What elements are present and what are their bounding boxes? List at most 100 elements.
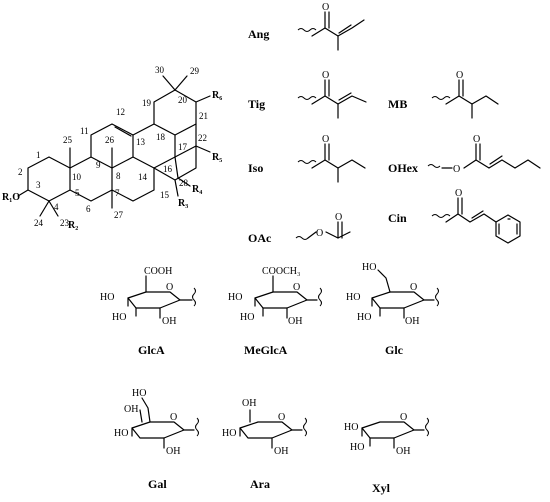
meglca-ho-1: HO — [228, 292, 242, 303]
r2-label: R₂ — [68, 220, 78, 231]
atom-23: 23 — [60, 218, 70, 228]
gal-ho-top: HO — [132, 388, 146, 399]
triterpene-core: 1 2 3 4 5 6 7 8 9 10 11 12 13 14 15 16 1… — [2, 65, 222, 231]
atom-12: 12 — [116, 107, 125, 117]
ohex-oxygen: O — [473, 134, 480, 145]
gal-oh-top: OH — [124, 404, 138, 415]
glca-ho-1: HO — [100, 292, 114, 303]
glc-oh: OH — [405, 316, 419, 327]
gal-ring-oxygen: O — [170, 412, 177, 423]
atom-25: 25 — [63, 135, 73, 145]
ohex-label: OHex — [388, 161, 418, 175]
atom-26: 26 — [105, 135, 115, 145]
meglca-cooch3: COOCH₃ — [262, 266, 301, 277]
ang-substituent: Ang O — [248, 2, 365, 51]
atom-14: 14 — [138, 172, 148, 182]
tig-substituent: Tig O — [248, 70, 367, 119]
xyl-oh: OH — [396, 446, 410, 457]
atom-21: 21 — [199, 111, 208, 121]
xyl-ho-1: HO — [344, 422, 358, 433]
ara-oh: OH — [274, 446, 288, 457]
iso-substituent: Iso O — [248, 134, 366, 183]
atom-30: 30 — [155, 65, 165, 75]
iso-label: Iso — [248, 161, 263, 175]
oac-label: OAc — [248, 231, 272, 245]
r3-label: R₃ — [178, 198, 188, 209]
meglca-oh: OH — [288, 316, 302, 327]
xyl-ring-oxygen: O — [400, 412, 407, 423]
atom-16: 16 — [163, 164, 173, 174]
r6-label: R₆ — [212, 90, 222, 101]
meglca-ho-2: HO — [240, 312, 254, 323]
gal-sugar: HO OH O HO OH Gal — [114, 388, 199, 491]
ara-ring-oxygen: O — [278, 412, 285, 423]
atom-8: 8 — [116, 171, 121, 181]
glc-ring-oxygen: O — [410, 282, 417, 293]
atom-3: 3 — [36, 180, 41, 190]
glca-cooh: COOH — [144, 266, 172, 277]
iso-oxygen: O — [322, 134, 329, 145]
glc-ho-top: HO — [362, 262, 376, 273]
ara-label: Ara — [250, 477, 270, 491]
ang-label: Ang — [248, 27, 269, 41]
atom-29: 29 — [190, 66, 200, 76]
xyl-ho-2: HO — [350, 442, 364, 453]
atom-28: 28 — [179, 178, 189, 188]
gal-label: Gal — [148, 477, 167, 491]
oac-substituent: OAc O O — [248, 212, 351, 245]
glca-oh: OH — [162, 316, 176, 327]
r5-label: R₅ — [212, 152, 222, 163]
glca-sugar: COOH O HO HO OH GlcA — [100, 266, 196, 357]
atom-6: 6 — [86, 204, 91, 214]
glc-label: Glc — [385, 343, 404, 357]
atom-20: 20 — [178, 95, 188, 105]
cin-substituent: Cin O — [388, 188, 521, 244]
atom-13: 13 — [136, 137, 146, 147]
tig-label: Tig — [248, 97, 265, 111]
glca-ho-2: HO — [112, 312, 126, 323]
ara-oh-top: OH — [242, 398, 256, 409]
atom-1: 1 — [36, 150, 41, 160]
tig-oxygen: O — [322, 70, 329, 81]
atom-2: 2 — [18, 167, 23, 177]
glc-sugar: HO O HO HO OH Glc — [346, 262, 439, 357]
atom-22: 22 — [198, 133, 207, 143]
glca-ring-oxygen: O — [166, 282, 173, 293]
meglca-label: MeGlcA — [244, 343, 288, 357]
glc-ho-2: HO — [357, 312, 371, 323]
ohex-ester-oxygen: O — [453, 164, 460, 175]
atom-9: 9 — [96, 160, 101, 170]
oac-oxygen: O — [335, 212, 342, 223]
xyl-label: Xyl — [372, 481, 391, 495]
meglca-sugar: COOCH₃ O HO HO OH MeGlcA — [228, 266, 322, 357]
atom-5: 5 — [75, 188, 80, 198]
glca-label: GlcA — [138, 343, 165, 357]
atom-17: 17 — [178, 142, 188, 152]
ara-ho: HO — [222, 428, 236, 439]
mb-oxygen: O — [456, 70, 463, 81]
r1o-label: R₁O — [2, 192, 20, 203]
ang-oxygen: O — [322, 2, 329, 13]
atom-19: 19 — [142, 98, 152, 108]
atom-7: 7 — [115, 188, 120, 198]
meglca-ring-oxygen: O — [293, 282, 300, 293]
glc-ho-1: HO — [346, 292, 360, 303]
mb-label: MB — [388, 97, 407, 111]
atom-4: 4 — [54, 202, 59, 212]
gal-ho: HO — [114, 428, 128, 439]
xyl-sugar: O HO HO OH Xyl — [344, 412, 429, 495]
atom-15: 15 — [160, 190, 170, 200]
oac-ester-oxygen: O — [316, 228, 323, 239]
atom-24: 24 — [34, 218, 44, 228]
atom-11: 11 — [80, 126, 89, 136]
cin-label: Cin — [388, 211, 407, 225]
ara-sugar: OH O HO OH Ara — [222, 398, 307, 491]
ohex-substituent: OHex O O — [388, 134, 541, 175]
r4-label: R₄ — [192, 184, 202, 195]
mb-substituent: MB O — [388, 70, 499, 119]
atom-18: 18 — [156, 132, 166, 142]
cin-oxygen: O — [455, 188, 462, 199]
atom-10: 10 — [72, 172, 82, 182]
atom-27: 27 — [114, 210, 124, 220]
